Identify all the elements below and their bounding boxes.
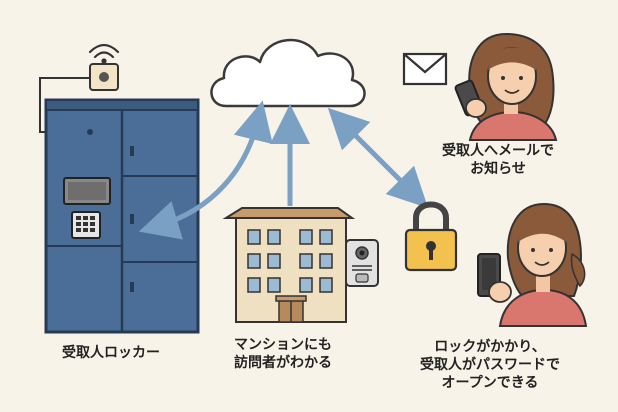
- label-locker: 受取人ロッカー: [62, 345, 160, 361]
- woman-with-phone-top: [468, 32, 558, 141]
- keypad-icon: [71, 211, 101, 239]
- building: [222, 207, 356, 323]
- arrow-cloud-to-phone: [327, 107, 429, 209]
- padlock-icon: [404, 201, 458, 272]
- woman-with-phone-bottom: [477, 202, 588, 327]
- intercom-icon: [345, 239, 379, 287]
- label-mail: 受取人へメールで お知らせ: [442, 143, 554, 177]
- cloud-icon: [210, 39, 366, 108]
- arrow-cloud-to-locker: [138, 100, 273, 240]
- label-lock: ロックがかかり、 受取人がパスワードで オープンできる: [420, 339, 560, 391]
- envelope-icon: [402, 52, 448, 86]
- smartphone-icon: [454, 79, 487, 118]
- sensor-box: [89, 63, 119, 91]
- wifi-icon: [88, 43, 120, 64]
- label-building: マンションにも 訪問者がわかる: [234, 337, 332, 371]
- locker-unit: [44, 98, 200, 334]
